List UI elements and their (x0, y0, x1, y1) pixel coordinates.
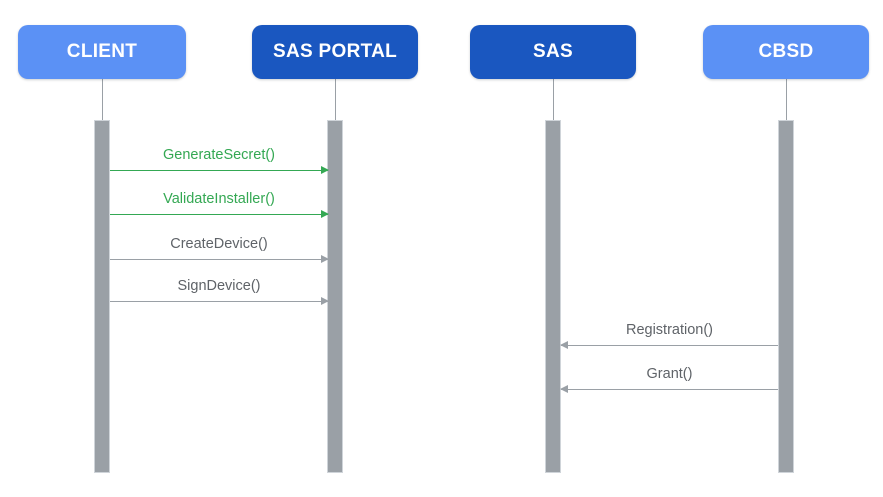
participant-label-cbsd: CBSD (758, 41, 814, 62)
participant-label-sas: SAS (533, 41, 573, 62)
arrowhead-left-icon (560, 385, 568, 393)
message-label-validate-installer: ValidateInstaller() (163, 191, 275, 207)
lifeline-client (102, 79, 103, 120)
activation-bar-client (94, 120, 110, 473)
arrowhead-right-icon (321, 210, 329, 218)
participant-box-sas[interactable]: SAS (470, 25, 636, 79)
activation-bar-cbsd (778, 120, 794, 473)
message-label-generate-secret: GenerateSecret() (162, 147, 276, 163)
activation-bar-sas-portal (327, 120, 343, 473)
participant-box-client[interactable]: CLIENT (18, 25, 186, 79)
participant-box-sas-portal[interactable]: SAS PORTAL (252, 25, 418, 79)
arrowhead-right-icon (321, 297, 329, 305)
message-line-generate-secret (110, 170, 328, 171)
lifeline-sas (553, 79, 554, 120)
lifeline-sas-portal (335, 79, 336, 120)
arrowhead-right-icon (321, 255, 329, 263)
arrowhead-left-icon (560, 341, 568, 349)
participant-label-client: CLIENT (66, 41, 138, 62)
participant-label-sas-portal: SAS PORTAL (272, 41, 398, 62)
participant-box-cbsd[interactable]: CBSD (703, 25, 869, 79)
message-line-create-device (110, 259, 328, 260)
message-label-registration: Registration() (625, 322, 714, 338)
arrowhead-right-icon (321, 166, 329, 174)
message-line-registration (561, 345, 778, 346)
message-label-grant: Grant() (646, 366, 693, 382)
message-label-create-device: CreateDevice() (170, 236, 268, 252)
activation-bar-sas (545, 120, 561, 473)
message-line-sign-device (110, 301, 328, 302)
message-line-validate-installer (110, 214, 328, 215)
message-line-grant (561, 389, 778, 390)
message-label-sign-device: SignDevice() (177, 278, 261, 294)
lifeline-cbsd (786, 79, 787, 120)
